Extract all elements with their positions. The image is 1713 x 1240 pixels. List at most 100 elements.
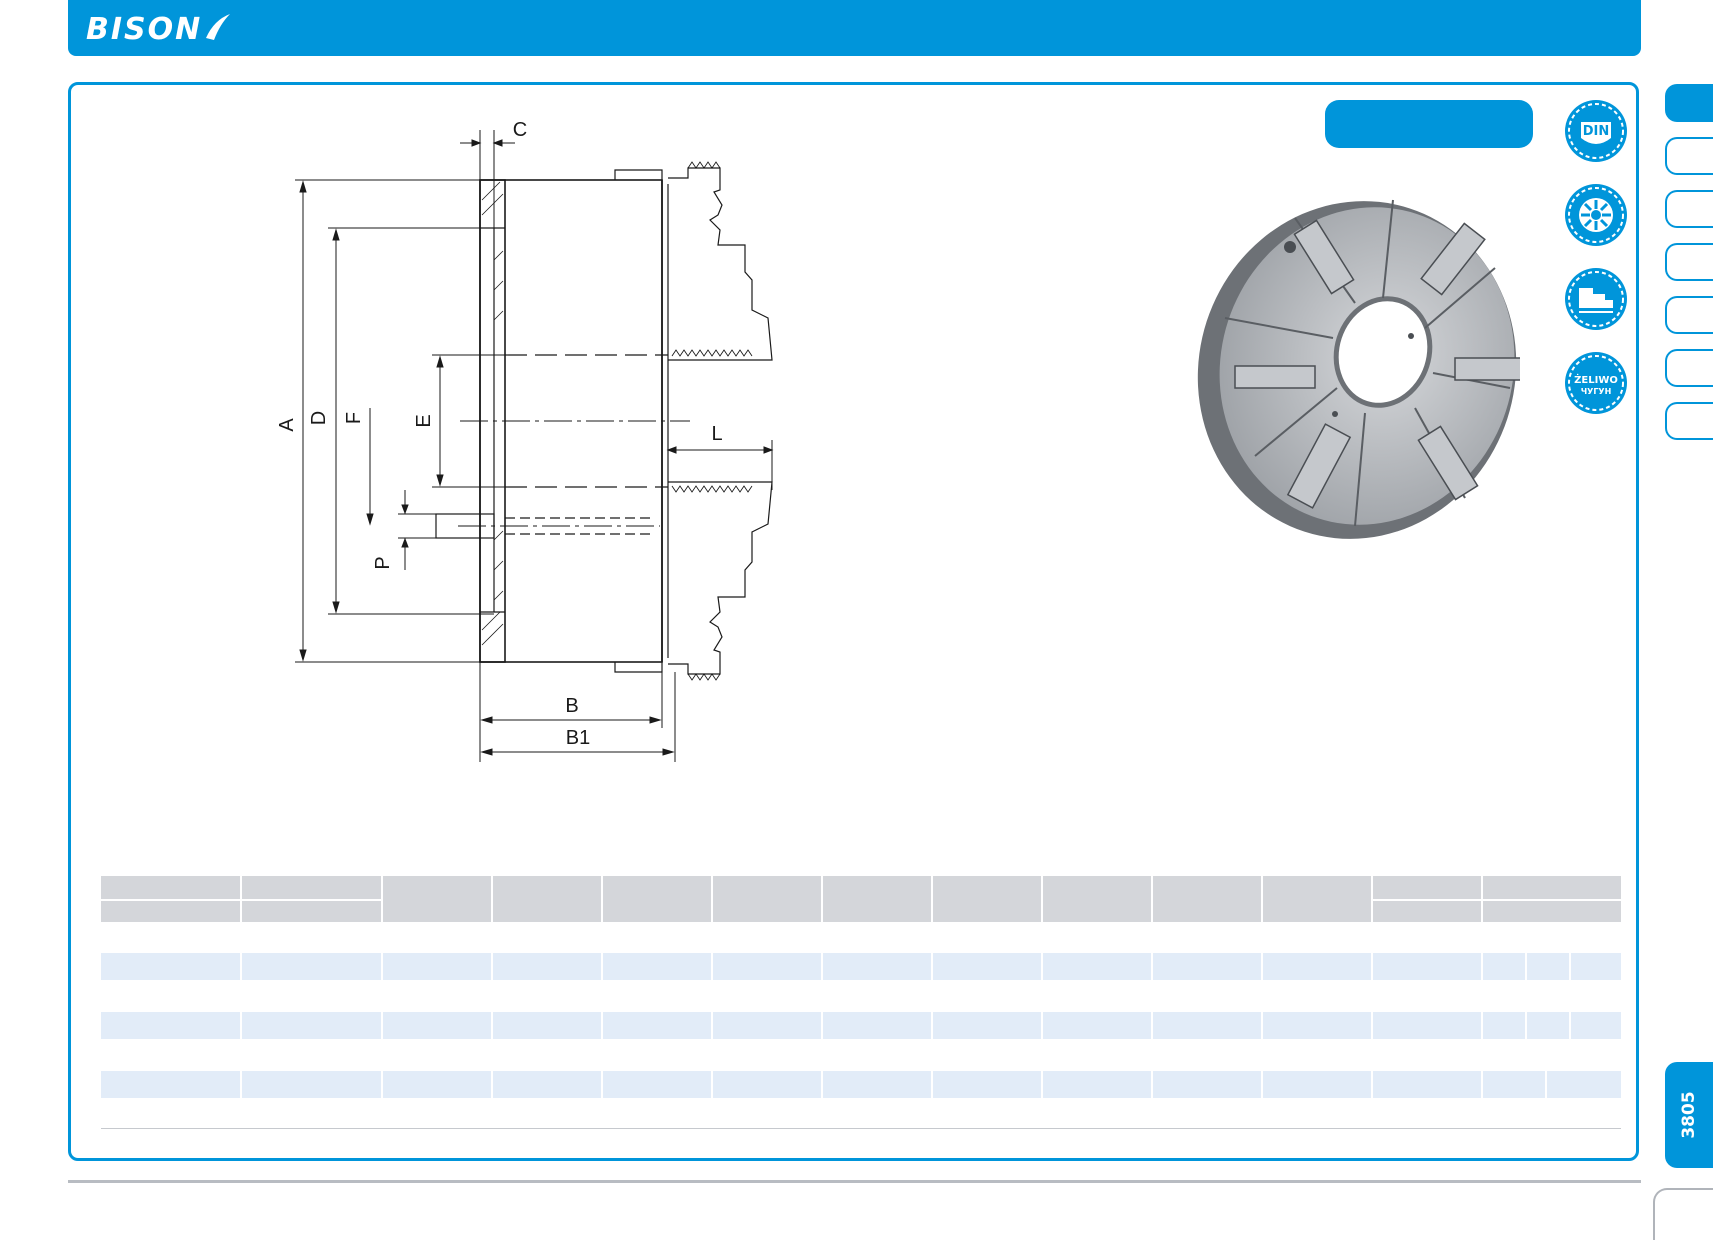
table-header-cell: [713, 876, 823, 922]
cast-iron-badge-text-bottom: ЧУГУН: [1581, 387, 1612, 396]
stepped-jaw-badge-icon: [1565, 268, 1627, 330]
table-cell: [1043, 1012, 1153, 1039]
table-cell: [1483, 1012, 1527, 1039]
content-frame: [68, 82, 1639, 1161]
brand-text: BISON: [86, 12, 203, 47]
cast-iron-badge-icon: ŻELIWO ЧУГУН: [1565, 352, 1627, 414]
table-cell: [493, 953, 603, 980]
table-cell: [713, 1012, 823, 1039]
table-header-cell: [1483, 876, 1621, 899]
dim-label-p: P: [372, 556, 394, 569]
cast-iron-badge-text-top: ŻELIWO: [1574, 372, 1618, 386]
dim-label-f: F: [343, 412, 365, 424]
table-cell: [1571, 953, 1621, 980]
page-number: 3805: [1679, 1091, 1699, 1139]
table-cell: [1483, 953, 1527, 980]
section-tab-2[interactable]: [1665, 137, 1713, 175]
dim-label-l: L: [711, 423, 722, 445]
footer-corner-tab: [1653, 1188, 1713, 1240]
table-cell: [1263, 953, 1373, 980]
table-header-cell: [383, 876, 493, 922]
table-cell: [242, 953, 383, 980]
table-cell: [1373, 1012, 1483, 1039]
table-header-cell: [101, 901, 242, 922]
table-cell: [383, 1071, 493, 1098]
table-cell: [101, 1071, 242, 1098]
logo-swoosh-icon: [206, 14, 230, 40]
table-cell: [1043, 953, 1153, 980]
table-cell: [1571, 1012, 1621, 1039]
chuck-product-image: [1197, 199, 1520, 539]
table-cell: [1153, 1012, 1263, 1039]
table-cell: [1153, 953, 1263, 980]
page-number-tab: 3805: [1665, 1062, 1713, 1168]
section-tab-6[interactable]: [1665, 349, 1713, 387]
table-cell: [1547, 1071, 1621, 1098]
feature-badges: DIN ŻELIWO ЧУГУН: [1563, 98, 1629, 434]
jaw-wheel-badge-icon: [1565, 184, 1627, 246]
dim-label-c: C: [513, 119, 527, 141]
dim-label-a: A: [276, 418, 298, 432]
table-cell: [1483, 1071, 1547, 1098]
dim-label-b1: B1: [566, 727, 590, 749]
table-row: [101, 1012, 1621, 1039]
table-header-cell: [1263, 876, 1373, 922]
table-cell: [383, 1012, 493, 1039]
table-bottom-rule: [101, 1128, 1621, 1129]
table-cell: [713, 1071, 823, 1098]
footer-rule: [68, 1180, 1641, 1183]
table-header-cell: [823, 876, 933, 922]
table-row: [101, 953, 1621, 980]
header-bar: BISON: [68, 0, 1641, 56]
table-cell: [101, 953, 242, 980]
table-cell: [1153, 1071, 1263, 1098]
table-cell: [713, 953, 823, 980]
table-cell: [1527, 1012, 1571, 1039]
din-badge-icon: DIN: [1565, 100, 1627, 162]
table-cell: [823, 1012, 933, 1039]
table-cell: [603, 953, 713, 980]
section-tab-4[interactable]: [1665, 243, 1713, 281]
table-cell: [823, 1071, 933, 1098]
table-row: [101, 1071, 1621, 1098]
table-header-cell: [242, 901, 383, 922]
table-cell: [493, 1071, 603, 1098]
section-tab-3[interactable]: [1665, 190, 1713, 228]
dim-label-b: B: [565, 695, 578, 717]
chuck-technical-drawing: A D F E P C L B B1: [276, 119, 774, 762]
table-cell: [242, 1012, 383, 1039]
section-tab-7[interactable]: [1665, 402, 1713, 440]
table-cell: [1373, 953, 1483, 980]
section-tabs: [1665, 84, 1713, 455]
bison-logo: BISON: [86, 10, 230, 50]
table-header-cell: [1483, 901, 1621, 922]
table-cell: [1527, 953, 1571, 980]
table-cell: [1263, 1012, 1373, 1039]
table-header-cell: [493, 876, 603, 922]
table-cell: [603, 1012, 713, 1039]
dim-label-e: E: [413, 414, 435, 427]
table-header-cell: [933, 876, 1043, 922]
din-badge-text: DIN: [1583, 124, 1610, 139]
section-tab-5[interactable]: [1665, 296, 1713, 334]
table-header-cell: [1043, 876, 1153, 922]
table-header-row-1: [101, 876, 1621, 922]
table-cell: [603, 1071, 713, 1098]
table-cell: [383, 953, 493, 980]
table-header-row-2: [101, 901, 1621, 922]
table-cell: [933, 1071, 1043, 1098]
table-cell: [242, 1071, 383, 1098]
table-header-cell: [101, 876, 242, 899]
table-cell: [1263, 1071, 1373, 1098]
dim-label-d: D: [308, 411, 330, 425]
table-cell: [823, 953, 933, 980]
table-cell: [933, 1012, 1043, 1039]
table-cell: [1043, 1071, 1153, 1098]
table-cell: [933, 953, 1043, 980]
table-header-cell: [242, 876, 383, 899]
table-header-cell: [1153, 876, 1263, 922]
table-cell: [1373, 1071, 1483, 1098]
section-tab-1[interactable]: [1665, 84, 1713, 122]
table-header-cell: [1373, 876, 1483, 899]
table-header-cell: [603, 876, 713, 922]
